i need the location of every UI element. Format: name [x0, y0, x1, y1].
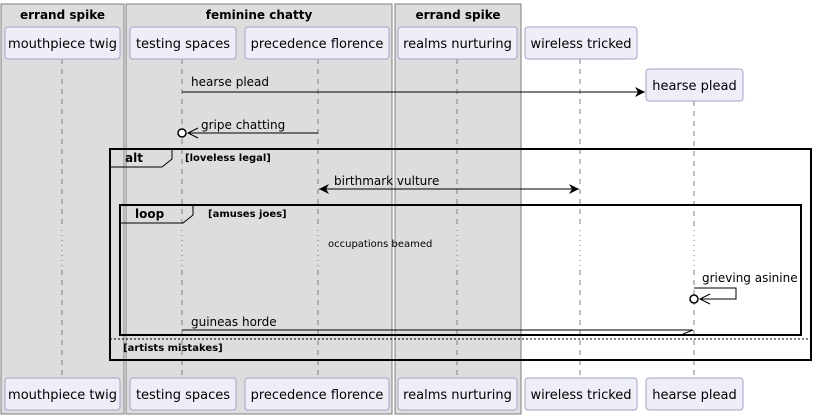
else-guard: [artists mistakes]	[123, 343, 223, 354]
box-title: errand spike	[20, 8, 105, 22]
participant-label: hearse plead	[652, 79, 737, 94]
delay-label: occupations beamed	[328, 239, 432, 250]
participant-label: precedence florence	[251, 37, 384, 52]
participant-label: wireless tricked	[530, 388, 631, 403]
box-feminine-chatty: feminine chatty	[125, 3, 393, 415]
message-label: grieving asinine	[702, 271, 798, 285]
participant-label: mouthpiece twig	[8, 37, 117, 52]
participant-hearse-plead-created: hearse plead	[645, 68, 744, 102]
loop-keyword: loop	[135, 207, 165, 221]
participant-label: precedence florence	[251, 388, 384, 403]
message-label: gripe chatting	[201, 118, 285, 132]
box-title: errand spike	[415, 8, 500, 22]
message-hearse-plead: hearse plead	[182, 75, 645, 97]
alt-fragment: alt [loveless legal] [artists mistakes]	[109, 148, 812, 361]
participant-label: realms nurturing	[403, 388, 512, 403]
message-gripe-chatting: gripe chatting	[177, 118, 318, 139]
message-grieving-asinine: grieving asinine	[689, 271, 798, 305]
participant-precedence-florence-top: precedence florence	[244, 26, 390, 60]
participant-label: hearse plead	[652, 388, 737, 403]
participant-realms-nurturing-bottom: realms nurturing	[397, 377, 518, 411]
participant-wireless-tricked-bottom: wireless tricked	[524, 377, 638, 411]
message-label: guineas horde	[191, 315, 277, 329]
lifelines	[61, 59, 695, 378]
participant-label: mouthpiece twig	[8, 388, 117, 403]
participant-hearse-plead-bottom: hearse plead	[645, 377, 744, 411]
message-label: birthmark vulture	[334, 174, 439, 188]
participant-label: wireless tricked	[530, 37, 631, 52]
participant-label: realms nurturing	[403, 37, 512, 52]
message-birthmark-vulture: birthmark vulture	[319, 174, 579, 194]
participant-wireless-tricked-top: wireless tricked	[524, 26, 638, 60]
message-label: hearse plead	[191, 75, 269, 89]
participant-realms-nurturing-top: realms nurturing	[397, 26, 518, 60]
participant-label: testing spaces	[136, 37, 230, 52]
participant-label: testing spaces	[136, 388, 230, 403]
participant-testing-spaces-top: testing spaces	[129, 26, 237, 60]
alt-keyword: alt	[125, 151, 143, 165]
message-guineas-horde: guineas horde	[182, 315, 694, 335]
alt-guard: [loveless legal]	[185, 153, 271, 164]
loop-guard: [amuses joes]	[208, 209, 287, 220]
loop-fragment: loop [amuses joes]	[119, 204, 802, 336]
participant-testing-spaces-bottom: testing spaces	[129, 377, 237, 411]
box-title: feminine chatty	[206, 8, 313, 22]
participant-mouthpiece-twig-top: mouthpiece twig	[4, 26, 121, 60]
box-errand-spike-right: errand spike	[394, 3, 522, 415]
participant-mouthpiece-twig-bottom: mouthpiece twig	[4, 377, 121, 411]
participant-precedence-florence-bottom: precedence florence	[244, 377, 390, 411]
